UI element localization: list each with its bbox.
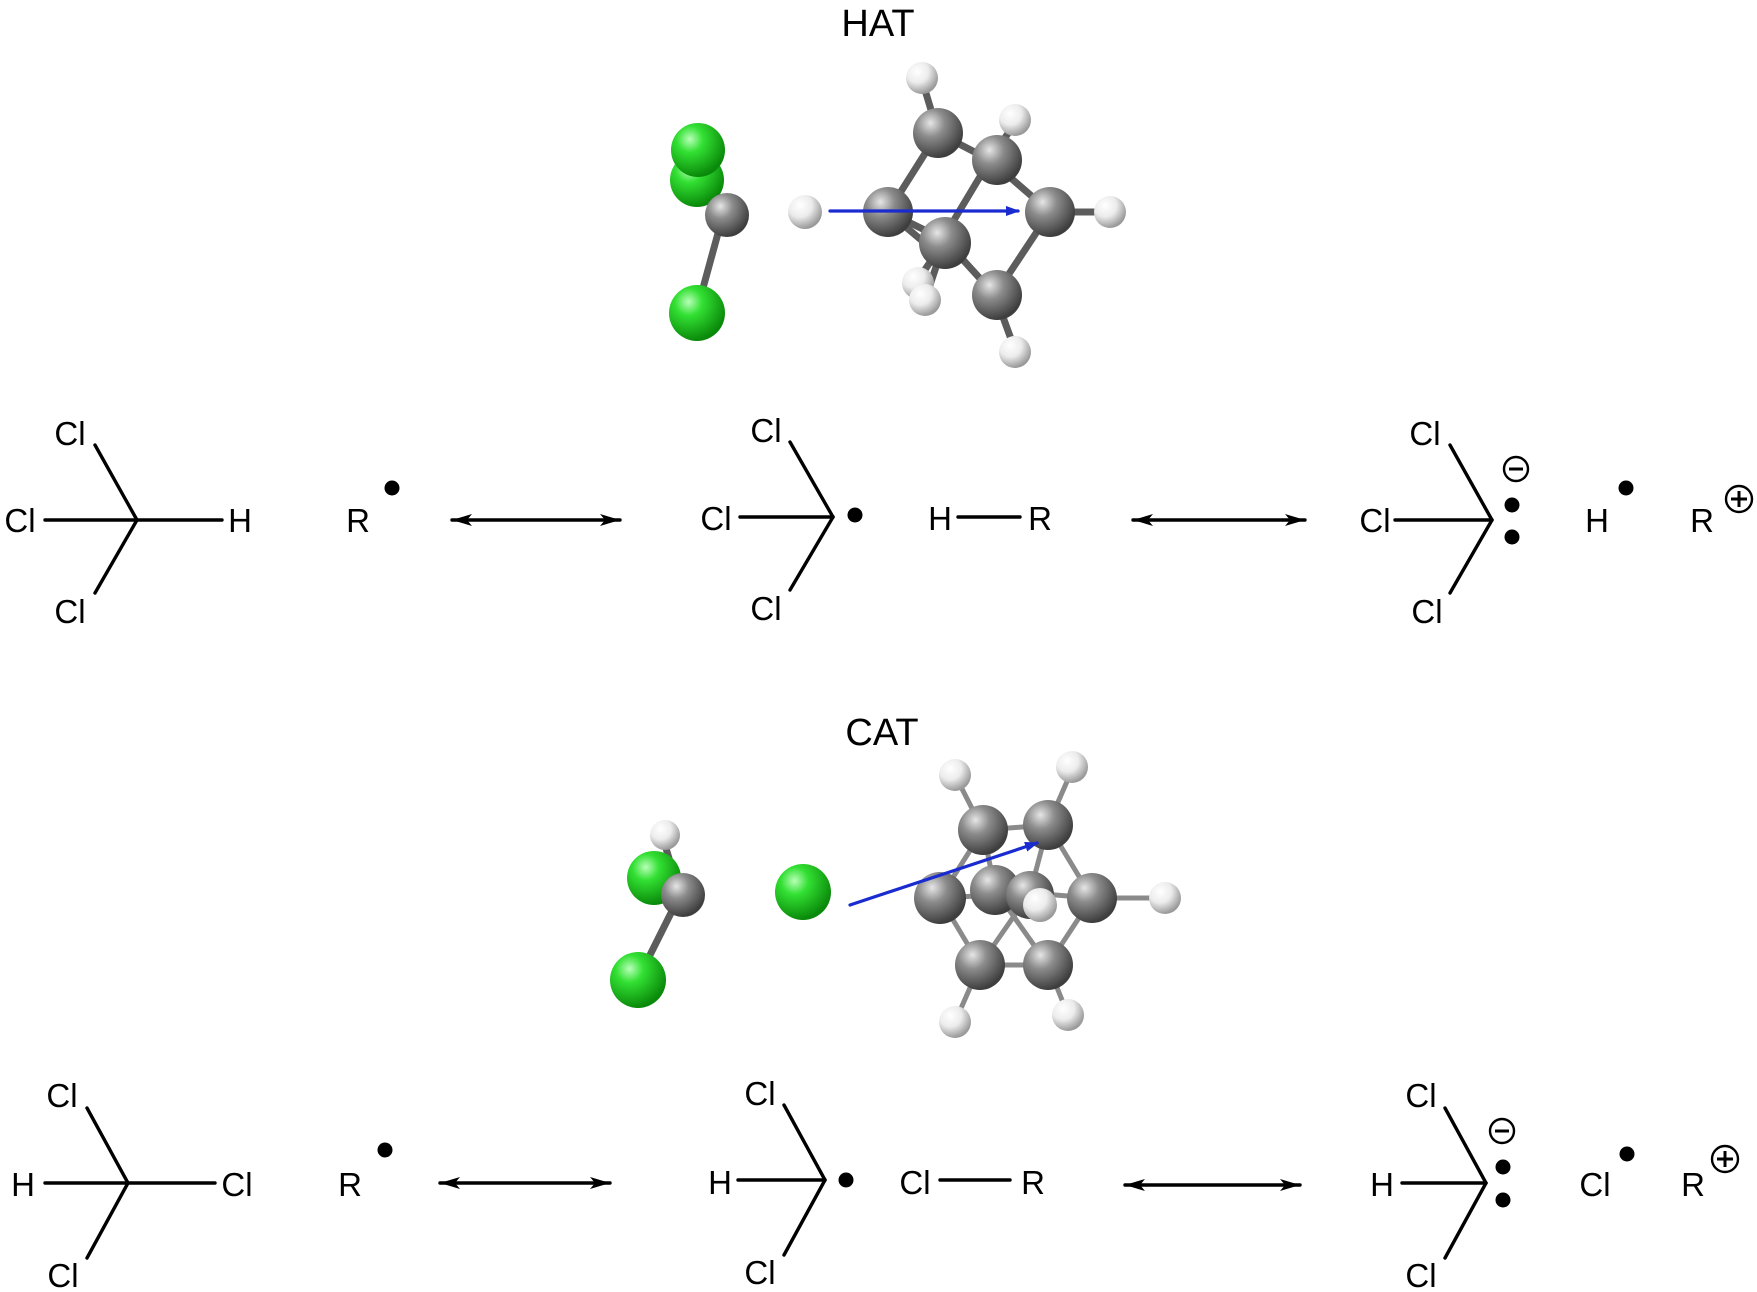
atom-label: Cl	[1359, 502, 1390, 539]
carbon-atom	[919, 217, 971, 269]
negative-charge-icon	[1502, 455, 1530, 483]
carbon-atom	[661, 873, 705, 917]
carbon-atom	[913, 108, 963, 158]
hat-resonance-right: Cl Cl Cl H R	[1359, 415, 1754, 630]
hydrogen-atom	[906, 62, 938, 94]
hat-resonance-middle: Cl Cl Cl H R	[700, 412, 1052, 627]
lone-pair-dot	[1495, 1192, 1511, 1208]
carbon-atom	[1067, 873, 1117, 923]
radical-dot	[384, 480, 400, 496]
radical-dot	[377, 1142, 393, 1158]
carbon-atom	[705, 193, 749, 237]
atom-label: Cl	[750, 590, 781, 627]
atom-label: Cl	[700, 500, 731, 537]
atom-label: Cl	[1409, 415, 1440, 452]
atom-label: R	[1021, 1164, 1045, 1201]
cat-resonance-left: Cl H Cl Cl R	[11, 1077, 393, 1292]
atom-label: Cl	[1405, 1257, 1436, 1292]
hat-resonance-left: Cl Cl Cl H R	[4, 415, 400, 630]
radical-dot	[847, 507, 863, 523]
hydrogen-atom	[999, 104, 1031, 136]
atom-label: Cl	[46, 1077, 77, 1114]
hydrogen-atom	[939, 759, 971, 791]
radical-dot	[1619, 1146, 1635, 1162]
chlorine-atom	[671, 123, 725, 177]
atom-label: H	[1370, 1166, 1394, 1203]
radical-label: R	[338, 1166, 362, 1203]
atom-label: Cl	[899, 1164, 930, 1201]
hydrogen-atom	[909, 284, 941, 316]
lone-pair-dot	[1495, 1159, 1511, 1175]
hat-title: HAT	[841, 3, 914, 45]
negative-charge-icon	[1488, 1117, 1516, 1145]
chlorine-atom	[775, 864, 831, 920]
hydrogen-atom	[1052, 999, 1084, 1031]
hat-molecular-model	[669, 62, 1126, 368]
cat-title: CAT	[845, 712, 918, 754]
atom-label: R	[1028, 500, 1052, 537]
radical-dot	[838, 1172, 854, 1188]
radical-dot	[1618, 480, 1634, 496]
atom-label: H	[708, 1164, 732, 1201]
transfer-vector-arrow	[848, 841, 1039, 907]
radical-label: R	[346, 502, 370, 539]
atom-label: Cl	[744, 1075, 775, 1112]
hydrogen-atom	[1149, 882, 1181, 914]
atom-label: Cl	[744, 1254, 775, 1291]
atom-label: Cl	[1579, 1166, 1610, 1203]
carbon-atom	[914, 872, 966, 924]
atom-label: H	[11, 1166, 35, 1203]
hydrogen-atom	[939, 1006, 971, 1038]
atom-label: H	[228, 502, 252, 539]
atom-label: Cl	[750, 412, 781, 449]
chlorine-atom	[610, 952, 666, 1008]
chlorine-atom	[669, 285, 725, 341]
lone-pair-dot	[1504, 497, 1520, 513]
carbon-atom	[1023, 800, 1073, 850]
hydrogen-atom	[1094, 196, 1126, 228]
hydrogen-atom	[999, 336, 1031, 368]
atom-label: Cl	[54, 593, 85, 630]
carbon-atom	[972, 135, 1022, 185]
atom-label: H	[928, 500, 952, 537]
carbon-atom	[1023, 940, 1073, 990]
hydrogen-atom	[1056, 751, 1088, 783]
atom-label: H	[1585, 502, 1609, 539]
atom-label: Cl	[54, 415, 85, 452]
carbon-atom	[958, 805, 1008, 855]
atom-label: Cl	[221, 1166, 252, 1203]
hydrogen-atom	[1023, 888, 1057, 922]
cat-resonance-middle: Cl H Cl Cl R	[708, 1075, 1045, 1291]
positive-charge-icon	[1710, 1144, 1740, 1174]
hydrogen-atom	[650, 820, 680, 850]
cat-molecular-model	[610, 751, 1181, 1038]
atom-label: Cl	[4, 502, 35, 539]
atom-label: Cl	[1411, 593, 1442, 630]
atom-label: R	[1690, 502, 1714, 539]
positive-charge-icon	[1724, 484, 1754, 514]
atom-label: Cl	[1405, 1077, 1436, 1114]
lone-pair-dot	[1504, 529, 1520, 545]
cat-resonance-right: Cl H Cl Cl R	[1370, 1077, 1740, 1292]
hydrogen-atom	[788, 195, 822, 229]
atom-label: Cl	[47, 1257, 78, 1292]
atom-label: R	[1681, 1166, 1705, 1203]
carbon-atom	[972, 270, 1022, 320]
carbon-atom	[955, 940, 1005, 990]
carbon-atom	[1025, 187, 1075, 237]
